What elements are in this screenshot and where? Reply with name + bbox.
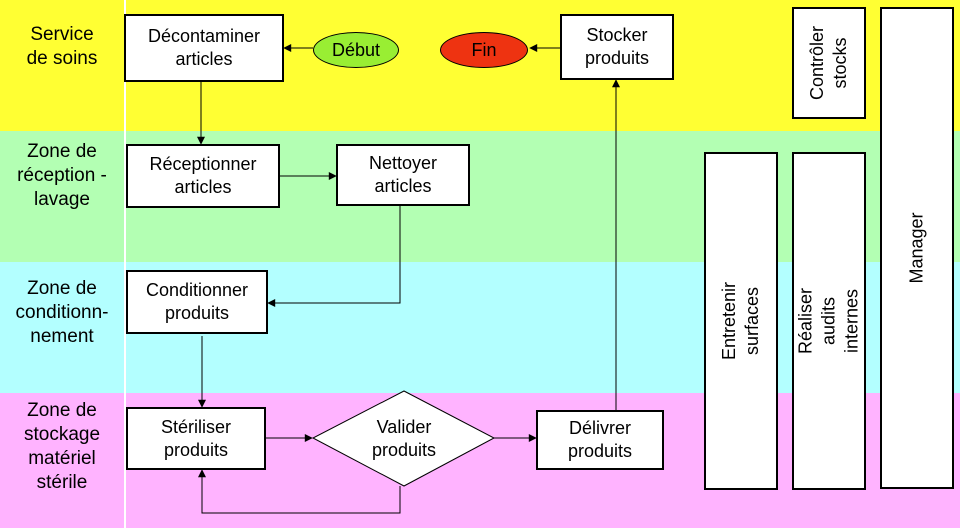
label-realiser-audits-internes: Réaliser audits internes (795, 287, 862, 355)
box-receptionner-articles: Réceptionner articles (126, 144, 280, 208)
start-oval: Début (313, 32, 399, 68)
box-manager: Manager (880, 7, 954, 489)
label-entretenir-surfaces: Entretenir surfaces (719, 281, 762, 361)
lane-label-service-de-soins: Service de soins (26, 24, 98, 69)
end-oval: Fin (440, 32, 528, 68)
box-realiser-audits-internes: Réaliser audits internes (792, 152, 866, 490)
lane-label-zone-stockage: Zone de stockage matériel stérile (23, 400, 101, 493)
lane-label-zone-conditionnement: Zone de conditionn- nement (15, 278, 109, 347)
box-nettoyer-articles: Nettoyer articles (336, 144, 470, 206)
label-manager: Manager (906, 212, 927, 284)
decision-valider-produits: Valider produits (371, 416, 437, 460)
lane-header-separator (124, 0, 126, 528)
box-decontaminer-articles: Décontaminer articles (124, 14, 284, 82)
box-steriliser-produits: Stériliser produits (126, 407, 266, 470)
box-controler-stocks: Contrôler stocks (792, 7, 866, 119)
box-entretenir-surfaces: Entretenir surfaces (704, 152, 778, 490)
box-delivrer-produits: Délivrer produits (536, 410, 664, 470)
box-conditionner-produits: Conditionner produits (126, 270, 268, 334)
box-stocker-produits: Stocker produits (560, 14, 674, 80)
label-controler-stocks: Contrôler stocks (807, 25, 850, 101)
lane-label-zone-reception-lavage: Zone de réception - lavage (17, 141, 107, 210)
